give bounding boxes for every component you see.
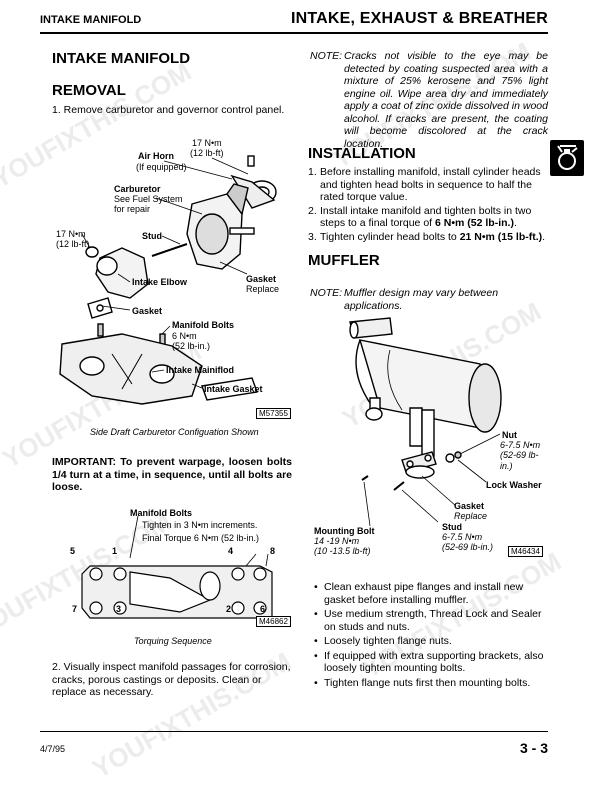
fig1-stud: Stud (142, 231, 162, 241)
fig3-mounting-bolt-sub1: 14 -19 N•m (314, 536, 360, 546)
installation-steps: 1.Before installing manifold, install cy… (308, 166, 546, 244)
bolt-seq-1: 1 (112, 546, 118, 556)
fig1-intake-gasket: Intake Gasket (204, 384, 263, 394)
fig3-id: M46434 (508, 546, 543, 557)
header-chapter-title: INTAKE, EXHAUST & BREATHER (290, 10, 548, 27)
muffler-step: If equipped with extra supporting bracke… (314, 650, 548, 675)
crack-note: NOTE: Cracks not visible to the eye may … (310, 50, 548, 150)
fig2-line2: Final Torque 6 N•m (52 lb-in.) (142, 533, 260, 543)
bolt-seq-4: 4 (228, 546, 234, 556)
removal-heading: REMOVAL (52, 82, 126, 99)
bolt-seq-3: 3 (116, 604, 122, 614)
important-text: To prevent warpage, loosen bolts 1/4 tur… (52, 456, 292, 493)
muffler-note: NOTE: Muffler design may vary between ap… (310, 287, 548, 312)
fig1-caption: Side Draft Carburetor Configuation Shown (90, 427, 259, 437)
page-number: 3 - 3 (519, 740, 548, 756)
fig1-gasket-replace-sub: Replace (246, 284, 280, 294)
fig2-id: M46862 (256, 616, 291, 627)
bolt-seq-8: 8 (270, 546, 276, 556)
fig3-nut: Nut (502, 430, 517, 440)
muffler-step: Clean exhaust pipe flanges and install n… (314, 581, 548, 606)
fig3-nut-sub1: 6-7.5 N•m (500, 440, 541, 450)
muffler-heading: MUFFLER (308, 252, 380, 269)
fig1-carburetor: Carburetor (114, 184, 161, 194)
fig3-nut-sub2: (52-69 lb-in.) (500, 450, 539, 471)
fig1-gasket: Gasket (132, 306, 163, 316)
page-title: INTAKE MANIFOLD (52, 50, 191, 67)
removal-step-1: 1. Remove carburetor and governor contro… (52, 104, 285, 116)
fig3-stud: Stud (442, 522, 462, 532)
fig2-caption: Torquing Sequence (134, 636, 212, 646)
fig3-gasket-sub: Replace (454, 511, 488, 521)
fig1-carburetor-sub2: for repair (114, 204, 151, 214)
bolt-seq-5: 5 (70, 546, 76, 556)
fig1-torque-top-sub: (12 lb-ft) (190, 148, 224, 158)
bolt-seq-7: 7 (72, 604, 78, 614)
fig1-gasket-replace: Gasket (246, 274, 277, 284)
oil-can-icon (550, 140, 584, 176)
install-step: 1.Before installing manifold, install cy… (308, 166, 541, 203)
fig1-torque-left: 17 N•m (56, 229, 86, 239)
muffler-note-label: NOTE: (310, 287, 343, 299)
installation-heading: INSTALLATION (308, 145, 416, 162)
fig1-torque-left-sub: (12 lb-ft) (56, 239, 90, 249)
note-text: Cracks not visible to the eye may be det… (344, 50, 548, 150)
fig1-air-horn-sub: (If equipped) (136, 162, 187, 172)
bolt-seq-6: 6 (260, 604, 266, 614)
fig1-intake-manifold: Intake Mainiflod (166, 365, 235, 375)
fig1-carburetor-sub1: See Fuel System (114, 194, 183, 204)
muffler-step: Loosely tighten flange nuts. (314, 635, 548, 648)
intake-manifold-figure: 17 N•m (12 lb-ft) Air Horn (If equipped)… (52, 134, 292, 434)
install-step: 2.Install intake manifold and tighten bo… (308, 204, 532, 230)
fig2-title: Manifold Bolts (130, 508, 192, 518)
fig2-line1: Tighten in 3 N•m increments. (142, 520, 258, 530)
fig1-manifold-bolts: Manifold Bolts (172, 320, 234, 330)
muffler-note-text: Muffler design may vary between applicat… (344, 287, 499, 312)
fig3-gasket: Gasket (454, 501, 485, 511)
fig3-stud-sub2: (52-69 lb-in.) (442, 542, 494, 552)
important-note: IMPORTANT: To prevent warpage, loosen bo… (52, 456, 292, 494)
torquing-sequence-figure: Manifold Bolts Tighten in 3 N•m incremen… (60, 508, 291, 643)
footer-rule (40, 731, 548, 732)
fig3-lock-washer: Lock Washer (486, 480, 542, 490)
muffler-step: Tighten flange nuts first then mounting … (314, 677, 548, 690)
footer-date: 4/7/95 (40, 744, 66, 754)
muffler-figure: Nut 6-7.5 N•m (52-69 lb-in.) Lock Washer… (310, 310, 550, 560)
fig1-manifold-bolts-sub1: 6 N•m (172, 331, 197, 341)
note-label: NOTE: (310, 50, 343, 62)
fig3-stud-sub1: 6-7.5 N•m (442, 532, 483, 542)
removal-step-2: 2. Visually inspect manifold passages fo… (52, 661, 291, 698)
install-step: 3.Tighten cylinder head bolts to 21 N•m … (308, 230, 546, 243)
fig1-air-horn: Air Horn (138, 151, 174, 161)
important-label: IMPORTANT: (52, 456, 116, 468)
fig1-id: M57355 (256, 408, 291, 419)
header-rule (40, 32, 548, 34)
bolt-seq-2: 2 (226, 604, 232, 614)
fig3-mounting-bolt-sub2: (10 -13.5 lb-ft) (314, 546, 371, 556)
fig3-mounting-bolt: Mounting Bolt (314, 526, 375, 536)
header-section-title: INTAKE MANIFOLD (40, 14, 142, 26)
fig1-intake-elbow: Intake Elbow (132, 277, 188, 287)
muffler-step: Use medium strength, Thread Lock and Sea… (314, 608, 548, 633)
muffler-steps: Clean exhaust pipe flanges and install n… (314, 581, 548, 691)
fig1-torque-top: 17 N•m (192, 138, 222, 148)
fig1-manifold-bolts-sub2: (52 lb-in.) (172, 341, 211, 351)
